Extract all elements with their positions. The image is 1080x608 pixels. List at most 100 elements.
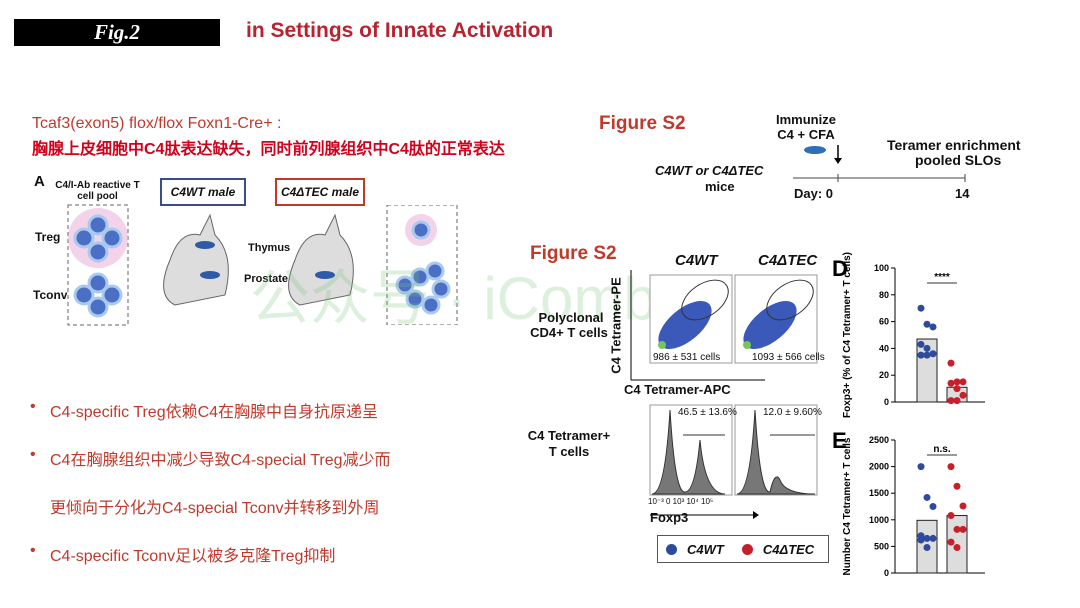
y-tick-label: 2500 [869,435,889,445]
y-tick-label: 20 [879,370,889,380]
wt-legend-label: C4WT [687,541,724,557]
data-point [929,350,937,358]
data-point [953,543,961,551]
bullet-1: C4-specific Treg依赖C4在胸腺中自身抗原递呈 [30,398,378,422]
end-label-2: pooled SLOs [915,152,1002,168]
legend: C4WT C4ΔTEC [657,535,829,563]
y-tick-label: 100 [874,263,889,273]
data-point [923,320,931,328]
peptide-icon [804,146,826,154]
row1-label-2: CD4+ T cells [530,325,608,340]
figure-s2-label: Figure S2 [599,113,686,134]
data-point [953,482,961,490]
row2-label-2: T cells [548,444,590,459]
wt-cell-count: 986 ± 531 cells [653,352,721,363]
data-point [947,379,955,387]
data-point [959,502,967,510]
y-axis-label: Foxp3+ (% of C4 Tetramer+ T cells) [842,252,853,418]
tec-legend-dot [741,543,753,555]
y-tick-label: 1000 [869,515,889,525]
bullet-3: C4-specific Tconv足以被多克隆Treg抑制 [30,542,335,566]
data-point [923,351,931,359]
panel-letter: D [832,256,848,281]
tec-cell-pool [386,205,458,325]
tconv-label: Tconv [33,288,68,302]
data-point [959,525,967,533]
data-point [917,536,925,544]
pool-label: C4/I-Ab reactive T cell pool [55,180,140,202]
wt-column-label: C4WT [675,252,718,269]
data-point [953,397,961,405]
data-point [923,493,931,501]
data-point [947,538,955,546]
data-point [923,543,931,551]
treg-label: Treg [35,230,61,244]
flow-plots [630,270,818,519]
data-point [953,525,961,533]
data-point [953,385,961,393]
slide-title: in Settings of Innate Activation [246,19,554,42]
bullet-2-cont: 更倾向于分化为C4-special Tconv并转移到外周 [50,500,380,517]
hist-x-ticks: 10⁻³ 0 10³ 10⁴ 10⁵ [648,497,714,506]
panel-a-illustration [67,204,354,326]
row1-label: Polyclonal [538,310,604,325]
wt-mouse [163,213,229,306]
data-point [917,463,925,471]
hist-x-label: Foxp3 [650,510,689,525]
row2-label: C4 Tetramer+ [527,428,611,443]
y-tick-label: 60 [879,317,889,327]
y-tick-label: 40 [879,343,889,353]
end-label: Teramer enrichment [887,137,1021,153]
thymus-label: Thymus [248,242,291,254]
tec-legend-label: C4ΔTEC [762,541,815,557]
data-point [947,512,955,520]
data-point [953,378,961,386]
data-point [929,503,937,510]
y-tick-label: 0 [884,397,889,407]
data-point [929,534,937,542]
immunize-label: Immunize [776,112,836,127]
day-0-label: Day: 0 [794,186,834,201]
mice-label-2: mice [705,179,735,194]
timeline-axis [793,145,966,182]
flow-x-axis-label: C4 Tetramer-APC [624,382,731,397]
significance-label: n.s. [933,444,950,455]
arrow-down-icon [834,158,842,164]
data-point [923,534,931,542]
data-point [959,378,967,386]
tec-mouse [288,213,354,306]
tec-cell-count: 1093 ± 566 cells [752,352,825,363]
data-point [923,344,931,352]
y-tick-label: 0 [884,568,889,578]
tec-column-label: C4ΔTEC [758,252,818,269]
y-tick-label: 500 [874,541,889,551]
prostate-label: Prostate [244,273,289,285]
treg-glow [68,208,128,268]
y-tick-label: 1500 [869,488,889,498]
watermark-text: 公众号 · iCombo [250,265,691,332]
data-point [947,397,955,405]
immunize-label-2: C4 + CFA [777,127,835,142]
wt-legend-dot [666,543,677,555]
mice-label: C4WT or C4ΔTEC [655,163,764,178]
figure-label: Fig.2 [14,19,220,46]
data-point [929,323,937,331]
y-axis-label: Number C4 Tetramer+ T cells [842,437,853,575]
figure-s2-flow-label: Figure S2 [530,243,617,264]
wt-male-box: C4WT male [160,178,246,206]
bullet-2: C4在胸腺组织中减少导致C4-special Treg减少而 [30,446,390,470]
wt-foxp3-pct: 46.5 ± 13.6% [678,407,737,418]
flow-y-axis-label: C4 Tetramer-PE [608,277,624,374]
tec-male-box: C4ΔTEC male [275,178,365,206]
data-point [947,463,955,471]
tec-foxp3-pct: 12.0 ± 9.60% [763,407,822,418]
data-point [947,359,955,367]
panel-a-letter: A [34,173,45,190]
summary-text: 胸腺上皮细胞中C4肽表达缺失，同时前列腺组织中C4肽的正常表达 [32,141,505,158]
day-14-label: 14 [955,186,970,201]
data-point [917,351,925,359]
data-point [917,304,925,312]
data-point [917,340,925,348]
genotype-text: Tcaf3(exon5) flox/flox Foxn1-Cre+ : [32,115,282,132]
significance-label: **** [934,272,950,283]
